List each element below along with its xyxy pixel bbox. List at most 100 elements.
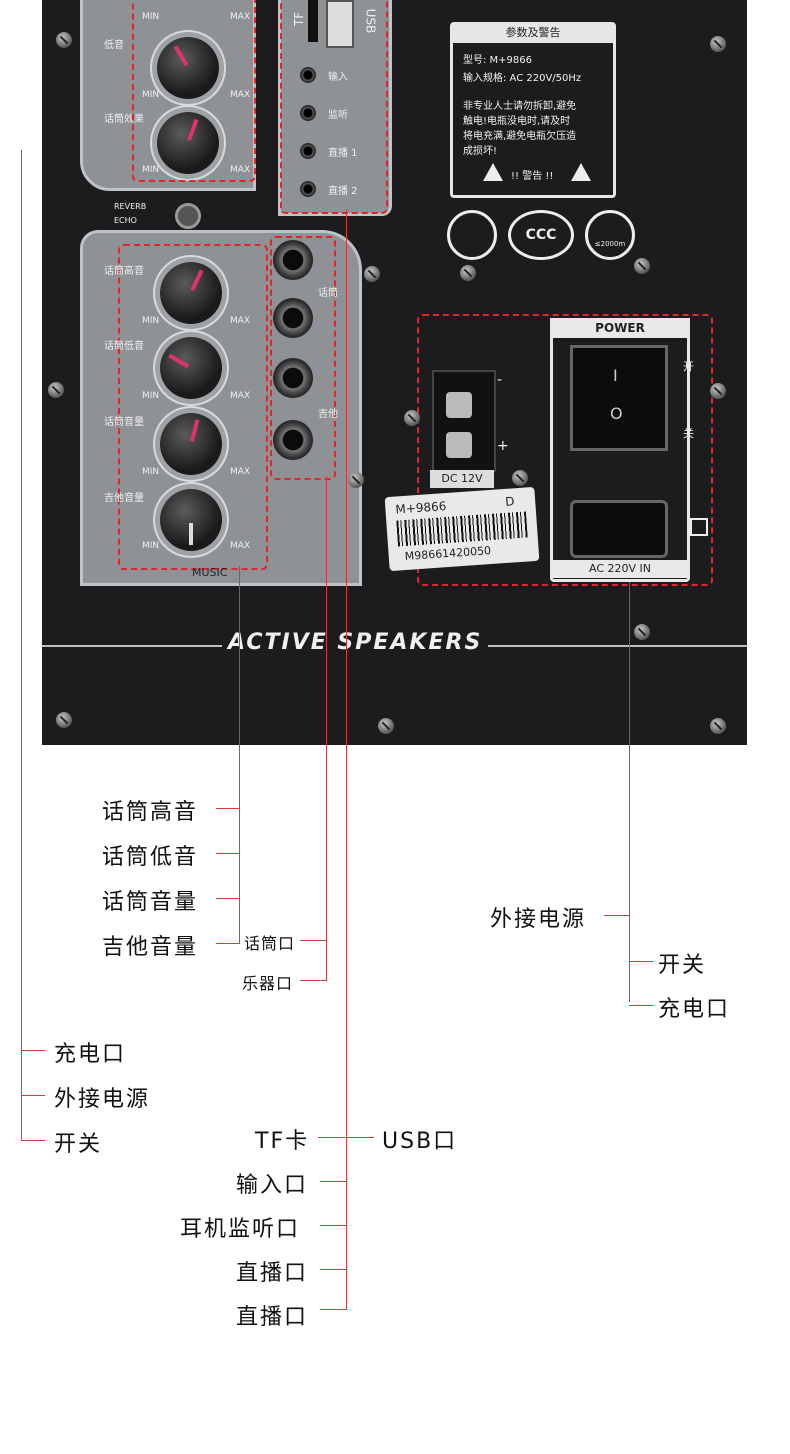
- altitude-mark-icon: ≤2000m: [585, 210, 635, 260]
- mic-bass-knob[interactable]: [160, 337, 222, 399]
- mic-effect-knob[interactable]: [157, 112, 219, 174]
- max-label: MAX: [230, 90, 251, 100]
- min-label: MIN: [142, 12, 160, 22]
- input-jack[interactable]: [300, 67, 316, 83]
- screw: [710, 36, 726, 52]
- live1-jack[interactable]: [300, 143, 316, 159]
- mic-treble-knob[interactable]: [160, 262, 222, 324]
- warning-line: 非专业人士请勿拆卸,避免: [463, 101, 577, 112]
- callout-guitar-volume: 吉他音量: [102, 935, 199, 960]
- guitar-jack-2[interactable]: [273, 420, 313, 460]
- mic-volume-knob[interactable]: [160, 413, 222, 475]
- callout-power-switch: 开关: [658, 953, 707, 978]
- guitar-volume-label: 吉他音量: [104, 493, 144, 504]
- warning-line: 触电!电瓶没电时,请及时: [463, 116, 571, 127]
- reverb-label: REVERB: [114, 202, 147, 211]
- bass-label: 低音: [104, 40, 124, 51]
- min-label: MIN: [142, 165, 160, 175]
- leader-branch: [21, 1095, 45, 1096]
- leader-branch: [216, 898, 240, 899]
- dc-voltage-label: DC 12V: [430, 470, 494, 488]
- dc-terminal-screw: [446, 392, 472, 418]
- bass-knob[interactable]: [157, 37, 219, 99]
- live2-jack[interactable]: [300, 181, 316, 197]
- max-label: MAX: [230, 12, 251, 22]
- leader-left-vertical: [21, 150, 22, 1140]
- speaker-panel-photo: MIN MAX 低音 MIN MAX 话筒效果 MIN MAX TF USB 输…: [42, 0, 747, 745]
- max-label: MAX: [230, 316, 251, 326]
- max-label: MAX: [230, 165, 251, 175]
- screw: [378, 718, 394, 734]
- barcode-model: M+9866: [394, 499, 447, 517]
- min-label: MIN: [142, 391, 160, 401]
- warning-footer: !! 警告 !!: [511, 171, 554, 182]
- screw: [404, 410, 420, 426]
- leader-branch: [300, 940, 327, 941]
- mic-jack-2[interactable]: [273, 298, 313, 338]
- barcode-bars: [396, 511, 528, 547]
- leader-mic-controls-vertical: [239, 566, 240, 944]
- callout-left-charge-port: 充电口: [54, 1042, 127, 1067]
- power-highlight: [417, 314, 713, 586]
- mic-knobs-highlight: [118, 244, 268, 570]
- usb-port[interactable]: [326, 0, 354, 48]
- screw: [460, 265, 476, 281]
- callout-power-group: 外接电源: [490, 907, 587, 932]
- switch-on-mark: I: [613, 366, 618, 385]
- ac-inlet[interactable]: [570, 500, 668, 558]
- max-label: MAX: [230, 541, 251, 551]
- callout-usb-port: USB口: [382, 1129, 458, 1154]
- screw: [48, 382, 64, 398]
- echo-label: ECHO: [114, 216, 137, 225]
- guitar-volume-knob[interactable]: [160, 489, 222, 551]
- screw: [364, 266, 380, 282]
- tf-card-slot[interactable]: [308, 0, 318, 42]
- leader-branch: [216, 943, 240, 944]
- leader-branch: [318, 1137, 374, 1138]
- mic-jack-1[interactable]: [273, 240, 313, 280]
- leader-branch: [320, 1181, 346, 1182]
- warning-line: 型号: M+9866: [463, 55, 533, 66]
- leader-io-vertical: [346, 210, 347, 1310]
- leader-branch: [21, 1050, 45, 1051]
- double-insulation-icon: [690, 518, 708, 536]
- mic-volume-label: 话筒音量: [104, 417, 144, 428]
- callout-charge-port: 充电口: [658, 997, 731, 1022]
- barcode-number: M98661420050: [404, 544, 492, 564]
- guitar-jack-1[interactable]: [273, 358, 313, 398]
- leader-branch: [21, 1140, 45, 1141]
- leader-branch: [320, 1309, 346, 1310]
- shock-triangle-icon: [571, 163, 591, 181]
- screw: [512, 470, 528, 486]
- live1-label: 直播 1: [328, 148, 358, 159]
- min-label: MIN: [142, 316, 160, 326]
- reverb-echo-switch[interactable]: [175, 203, 201, 229]
- callout-mic-jack: 话筒口: [244, 934, 296, 953]
- monitor-jack[interactable]: [300, 105, 316, 121]
- guitar-group-label: 吉他: [318, 409, 338, 420]
- screw: [634, 258, 650, 274]
- callout-tf-card: TF卡: [255, 1129, 310, 1154]
- callout-mic-treble: 话筒高音: [102, 800, 199, 825]
- callout-input-port: 输入口: [236, 1173, 309, 1198]
- warning-line: 将电充满,避免电瓶欠压造: [463, 131, 577, 142]
- mic-effect-label: 话筒效果: [104, 114, 144, 125]
- warning-title: 参数及警告: [453, 23, 613, 43]
- callout-mic-volume: 话筒音量: [102, 890, 199, 915]
- switch-off-mark: O: [610, 404, 623, 423]
- mic-group-label: 话筒: [318, 288, 338, 299]
- io-highlight: [280, 0, 388, 214]
- leader-power-vertical: [629, 582, 630, 1002]
- power-switch[interactable]: I O: [570, 345, 668, 451]
- leader-branch: [629, 1005, 653, 1006]
- mic-treble-label: 话筒高音: [104, 266, 144, 277]
- min-label: MIN: [142, 90, 160, 100]
- switch-on-side-label: 开: [683, 360, 694, 373]
- leader-branch: [216, 853, 240, 854]
- warning-triangle-icon: [483, 163, 503, 181]
- dc-minus: -: [497, 372, 503, 388]
- music-label: MUSIC: [192, 566, 228, 579]
- callout-left-power: 外接电源: [54, 1087, 151, 1112]
- leader-jacks-vertical: [326, 476, 327, 981]
- screw: [56, 712, 72, 728]
